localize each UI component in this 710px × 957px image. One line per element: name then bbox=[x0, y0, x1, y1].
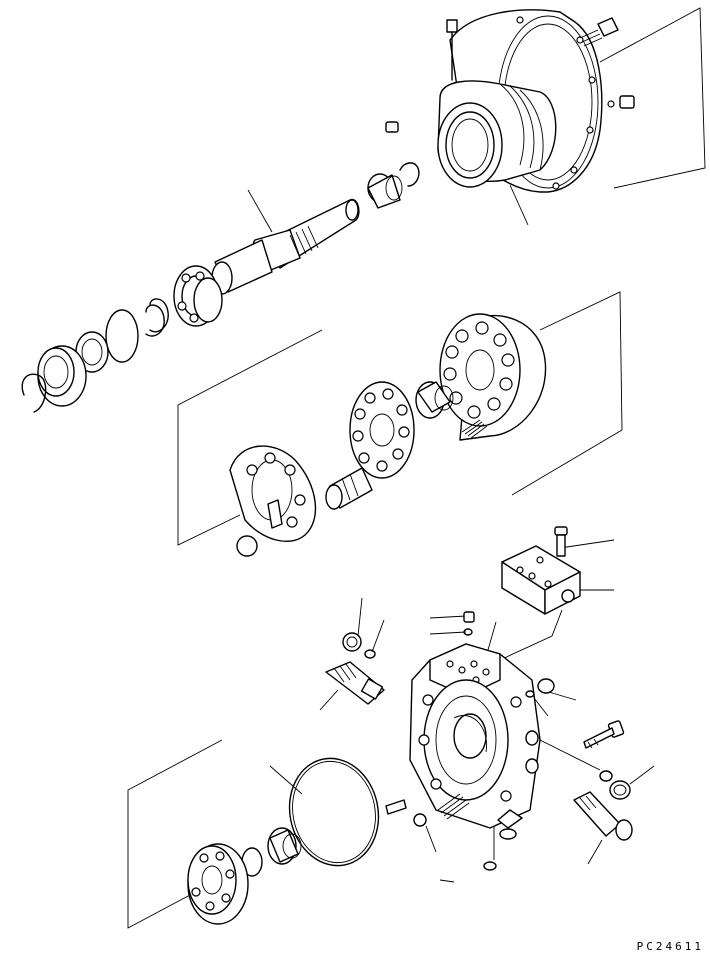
leader-bracket-case bbox=[599, 7, 706, 189]
leader-relief-right bbox=[587, 839, 603, 865]
leader-cover bbox=[487, 621, 497, 651]
valve-plate-bottom bbox=[187, 843, 249, 925]
spring-bottom bbox=[437, 793, 470, 820]
leader-plug-b bbox=[429, 615, 467, 619]
snap-ring-outer bbox=[21, 373, 47, 413]
plug-right-cover bbox=[537, 678, 555, 694]
spherical-bushing bbox=[415, 381, 454, 419]
drawing-code: PC24611 bbox=[636, 940, 704, 953]
middle-assembly-group bbox=[177, 291, 623, 557]
leader-bracket-right bbox=[511, 291, 623, 496]
snap-ring-case bbox=[399, 162, 420, 187]
piston bbox=[325, 467, 373, 510]
leader-oring-large bbox=[269, 765, 303, 795]
pin-bottom bbox=[385, 799, 407, 815]
bushing bbox=[367, 173, 403, 209]
leader-plug-c bbox=[533, 697, 549, 717]
relief-valve-right bbox=[573, 791, 633, 841]
bearing bbox=[173, 265, 223, 327]
top-assembly-group bbox=[21, 7, 706, 413]
snap-ring-bearing bbox=[149, 298, 169, 333]
end-cover bbox=[409, 643, 541, 829]
check-valve-block bbox=[501, 545, 581, 615]
o-ring-left bbox=[364, 649, 376, 659]
steel-ball bbox=[236, 535, 258, 557]
motor-case bbox=[437, 9, 603, 193]
leader-oring-c bbox=[539, 739, 601, 771]
bolt-top bbox=[446, 19, 458, 81]
o-ring-lower bbox=[483, 861, 497, 871]
o-ring-right bbox=[525, 690, 535, 698]
leader-bracket-bottom bbox=[127, 739, 223, 929]
leader-dash bbox=[439, 879, 455, 883]
plug-top-small bbox=[463, 611, 475, 623]
leader-bolt-block bbox=[559, 539, 615, 549]
leader-case bbox=[509, 184, 529, 226]
bearing-bottom bbox=[267, 827, 302, 865]
swash-plate bbox=[229, 445, 317, 543]
o-ring-bottom bbox=[499, 828, 517, 840]
leader-plug-d bbox=[629, 765, 655, 785]
plug-right-lower-cover bbox=[609, 780, 631, 800]
bottom-assembly-group bbox=[127, 526, 655, 929]
plug-right-upper bbox=[579, 17, 619, 47]
retainer-plate bbox=[349, 381, 415, 479]
bolt-block bbox=[554, 526, 568, 557]
o-ring-large bbox=[288, 757, 380, 867]
plug-left bbox=[385, 121, 399, 133]
plug-bottom bbox=[413, 813, 427, 827]
leader-plug-e bbox=[425, 825, 437, 853]
leader-block-to-cover bbox=[499, 609, 563, 661]
leader-oring-a bbox=[371, 619, 385, 653]
bolt-right bbox=[583, 720, 625, 749]
leader-shaft bbox=[247, 189, 273, 233]
plug-left-lower bbox=[342, 632, 362, 652]
spring-middle bbox=[461, 419, 488, 439]
leader-plug-a bbox=[357, 597, 363, 637]
leader-relief-left bbox=[319, 689, 339, 711]
shaft bbox=[211, 198, 360, 295]
snap-ring-bearing-inner bbox=[145, 304, 165, 337]
oil-seal-floating bbox=[37, 345, 87, 407]
o-ring-small bbox=[463, 628, 473, 636]
leader-oring-b bbox=[429, 631, 467, 635]
relief-valve-left bbox=[325, 661, 385, 705]
plug-right-lower bbox=[607, 95, 635, 109]
o-ring-top bbox=[105, 309, 139, 363]
leader-bracket-left bbox=[177, 329, 323, 546]
o-ring-right-lower bbox=[599, 770, 613, 782]
cylinder-block bbox=[439, 313, 547, 441]
